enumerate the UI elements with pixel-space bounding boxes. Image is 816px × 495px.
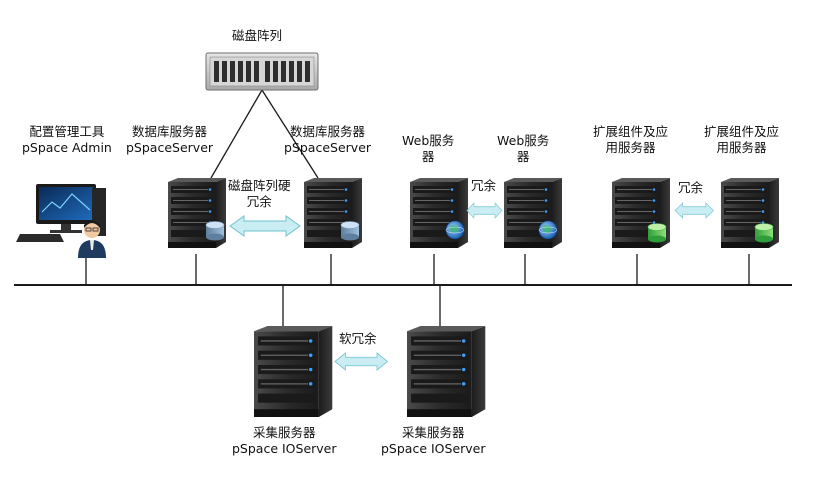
ext-server-2-label: 扩展组件及应 用服务器 (704, 124, 780, 155)
ext-redundancy-label: 冗余 (678, 180, 704, 195)
web-server-2-label: Web服务 器 (497, 133, 550, 164)
io-server-2-product: pSpace IOServer (381, 441, 486, 456)
web-redundancy-arrow (466, 202, 503, 219)
db-server-1-product: pSpaceServer (126, 140, 214, 155)
io-server-2-label: 采集服务器 pSpace IOServer (381, 425, 486, 457)
ext-server-1-icon (611, 177, 671, 249)
io-server-1-name: 采集服务器 (253, 425, 316, 440)
ext-redundancy-arrow (674, 202, 714, 219)
db-server-1-name: 数据库服务器 (132, 124, 208, 139)
web-server-1-label: Web服务 器 (402, 133, 455, 164)
bus-connector-lines (85, 254, 750, 328)
admin-workstation-icon (16, 184, 106, 258)
disk-array-label: 磁盘阵列 (232, 28, 283, 43)
disk-array-links (210, 89, 319, 179)
db-redundancy-label: 磁盘阵列硬 冗余 (228, 178, 291, 209)
ext-server-2-icon (720, 177, 780, 249)
db-server-1-icon (167, 177, 227, 249)
web-server-1-icon (409, 177, 469, 249)
io-server-2-name: 采集服务器 (402, 425, 465, 440)
admin-tool-product: pSpace Admin (22, 140, 112, 155)
io-server-1-product: pSpace IOServer (232, 441, 337, 456)
admin-tool-name: 配置管理工具 (29, 124, 105, 139)
web-server-2-icon (503, 177, 563, 249)
db-server-2-product: pSpaceServer (284, 140, 372, 155)
ext-server-1-label: 扩展组件及应 用服务器 (593, 124, 669, 155)
db-server-2-icon (303, 177, 363, 249)
io-redundancy-arrow (334, 352, 388, 371)
db-server-2-name: 数据库服务器 (290, 124, 366, 139)
io-server-1-icon (253, 325, 333, 418)
web-redundancy-label: 冗余 (471, 178, 497, 193)
db-redundancy-arrow (229, 215, 301, 237)
io-server-1-label: 采集服务器 pSpace IOServer (232, 425, 337, 457)
db-server-2-label: 数据库服务器 pSpaceServer (284, 124, 371, 156)
io-redundancy-label: 软冗余 (339, 331, 377, 346)
admin-tool-label: 配置管理工具 pSpace Admin (22, 124, 112, 156)
io-server-2-icon (406, 325, 486, 418)
db-server-1-label: 数据库服务器 pSpaceServer (126, 124, 213, 156)
disk-array-rack-icon (205, 52, 319, 91)
